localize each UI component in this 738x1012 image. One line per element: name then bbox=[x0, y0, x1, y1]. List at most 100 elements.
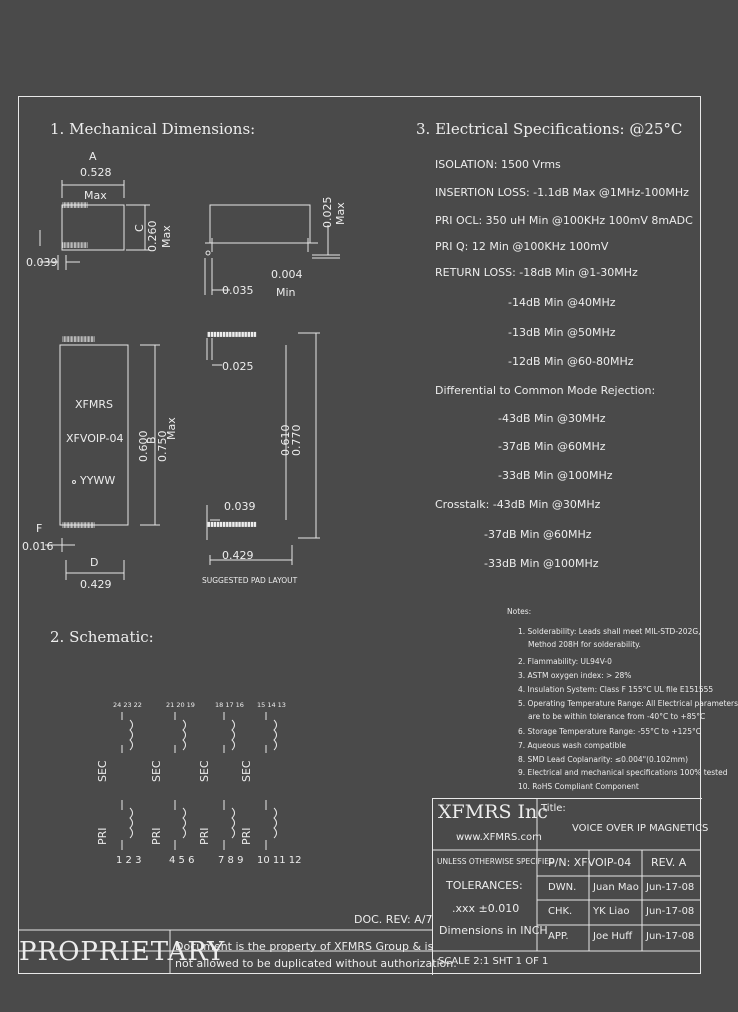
dim-d-value: 0.429 bbox=[80, 578, 112, 591]
schematic-top-pins: 24 23 22 bbox=[113, 701, 142, 709]
spec-line: -14dB Min @40MHz bbox=[508, 296, 616, 309]
note-line: 7. Aqueous wash compatible bbox=[518, 741, 626, 750]
dim-a-value: 0.528 bbox=[80, 166, 112, 179]
spec-line: -43dB Min @30MHz bbox=[498, 412, 606, 425]
title-block bbox=[432, 798, 702, 975]
pri-label: PRI bbox=[96, 827, 109, 845]
dim-b-max: Max bbox=[165, 417, 178, 440]
title-label: Title: bbox=[541, 803, 566, 814]
dim-pin-width: 0.039 bbox=[26, 256, 58, 269]
dim-lead-max: Max bbox=[334, 202, 347, 225]
sec-label: SEC bbox=[240, 760, 253, 782]
pri-label: PRI bbox=[240, 827, 253, 845]
mechanical-heading: 1. Mechanical Dimensions: bbox=[50, 120, 256, 138]
spec-line: ISOLATION: 1500 Vrms bbox=[435, 158, 561, 171]
spec-line: -33dB Min @100MHz bbox=[498, 469, 613, 482]
bottom-pin-row: ꟾꟾꟾꟾꟾꟾꟾꟾꟾꟾꟾꟾꟾꟾꟾꟾꟾꟾꟾꟾꟾꟾꟾ bbox=[62, 522, 95, 530]
part-number: P/N: XFVOIP-04 bbox=[548, 856, 632, 869]
schematic-bottom-pins: 4 5 6 bbox=[169, 855, 195, 866]
tolerance-value: .xxx ±0.010 bbox=[452, 902, 520, 915]
top-pin-row: ꟾꟾꟾꟾꟾꟾꟾꟾꟾꟾꟾꟾꟾꟾꟾꟾꟾꟾꟾꟾꟾꟾꟾ bbox=[62, 336, 95, 344]
sec-label: SEC bbox=[198, 760, 211, 782]
note-line: 2. Flammability: UL94V-0 bbox=[518, 657, 612, 666]
pad-layout-caption: SUGGESTED PAD LAYOUT bbox=[202, 576, 298, 585]
spec-line: -12dB Min @60-80MHz bbox=[508, 355, 634, 368]
top-view-pins: ꟾꟾꟾꟾꟾꟾꟾꟾꟾꟾꟾꟾꟾꟾꟾꟾꟾꟾ bbox=[62, 202, 88, 210]
proprietary-line2: not allowed to be duplicated without aut… bbox=[175, 957, 457, 970]
note-line: 1. Solderability: Leads shall meet MIL-S… bbox=[518, 627, 701, 636]
dwn-name: Juan Mao bbox=[593, 882, 639, 893]
spec-line: -37dB Min @60MHz bbox=[484, 528, 592, 541]
tolerance-label: TOLERANCES: bbox=[446, 879, 523, 892]
dim-lead-height: 0.025 bbox=[321, 196, 334, 229]
note-line: 10. RoHS Compliant Component bbox=[518, 782, 639, 791]
chk-name: YK Liao bbox=[593, 906, 630, 917]
electrical-heading: 3. Electrical Specifications: @25°C bbox=[416, 120, 683, 138]
dim-a-max: Max bbox=[84, 189, 107, 202]
drawing-lines bbox=[18, 180, 701, 974]
spec-line: PRI Q: 12 Min @100KHz 100mV bbox=[435, 240, 609, 253]
spec-line: -13dB Min @50MHz bbox=[508, 326, 616, 339]
dim-f-value: 0.016 bbox=[22, 540, 54, 553]
drawing-sheet bbox=[18, 96, 701, 974]
sec-label: SEC bbox=[150, 760, 163, 782]
note-line: are to be within tolerance from -40°C to… bbox=[528, 712, 706, 721]
dim-pad-length: 0.039 bbox=[224, 500, 256, 513]
chk-label: CHK. bbox=[548, 906, 573, 917]
body-date-code: YYWW bbox=[80, 474, 116, 487]
chk-date: Jun-17-08 bbox=[646, 906, 695, 917]
dwn-date: Jun-17-08 bbox=[646, 882, 695, 893]
top-view-pins-bottom: ꟾꟾꟾꟾꟾꟾꟾꟾꟾꟾꟾꟾꟾꟾꟾꟾꟾꟾ bbox=[62, 242, 88, 250]
schematic-bottom-pins: 10 11 12 bbox=[257, 855, 302, 866]
note-line: Method 208H for solderability. bbox=[528, 640, 641, 649]
dim-f-letter: F bbox=[36, 522, 43, 535]
body-part-number: XFVOIP-04 bbox=[66, 432, 124, 445]
schematic-top-pins: 18 17 16 bbox=[215, 701, 244, 709]
dim-pitch: 0.035 bbox=[222, 284, 254, 297]
dim-c-value: 0.260 bbox=[146, 220, 159, 253]
dim-standoff: 0.004 bbox=[271, 268, 303, 281]
company-name: XFMRS Inc bbox=[438, 801, 548, 823]
units: Dimensions in INCH bbox=[439, 924, 548, 937]
note-line: 4. Insulation System: Class F 155°C UL f… bbox=[518, 685, 714, 694]
spec-line: -33dB Min @100MHz bbox=[484, 557, 599, 570]
dim-c-max: Max bbox=[160, 225, 173, 248]
pad-row-top: ▮▮▮▮▮▮▮▮▮▮▮▮▮▮▮▮ bbox=[207, 330, 257, 338]
schematic-top-pins: 15 14 13 bbox=[257, 701, 286, 709]
spec-line: RETURN LOSS: -18dB Min @1-30MHz bbox=[435, 266, 638, 279]
pri-label: PRI bbox=[198, 827, 211, 845]
sec-label: SEC bbox=[96, 760, 109, 782]
dim-standoff-min: Min bbox=[276, 286, 296, 299]
spec-line: -37dB Min @60MHz bbox=[498, 440, 606, 453]
app-name: Joe Huff bbox=[593, 931, 633, 942]
pad-row-bottom: ▮▮▮▮▮▮▮▮▮▮▮▮▮▮▮▮ bbox=[207, 520, 257, 528]
dim-c-letter: C bbox=[133, 224, 146, 232]
dim-e-val2: 0.770 bbox=[290, 424, 303, 457]
note-line: 9. Electrical and mechanical specificati… bbox=[518, 768, 728, 777]
schematic-heading: 2. Schematic: bbox=[50, 628, 154, 646]
pri-label: PRI bbox=[150, 827, 163, 845]
app-label: APP. bbox=[548, 931, 569, 942]
dim-pad-span: 0.429 bbox=[222, 549, 254, 562]
schematic-top-pins: 21 20 19 bbox=[166, 701, 195, 709]
notes-title: Notes: bbox=[507, 607, 532, 616]
revision: REV. A bbox=[651, 856, 687, 869]
spec-line: PRI OCL: 350 uH Min @100KHz 100mV 8mADC bbox=[435, 214, 693, 227]
schematic-bottom-pins: 1 2 3 bbox=[116, 855, 142, 866]
note-line: 8. SMD Lead Coplanarity: ≤0.004"(0.102mm… bbox=[518, 755, 688, 764]
app-date: Jun-17-08 bbox=[646, 931, 695, 942]
scale-sheet: SCALE 2:1 SHT 1 OF 1 bbox=[438, 956, 549, 967]
company-website: www.XFMRS.com bbox=[456, 832, 542, 843]
schematic-bottom-pins: 7 8 9 bbox=[218, 855, 244, 866]
note-line: 3. ASTM oxygen index: > 28% bbox=[518, 671, 632, 680]
dwn-label: DWN. bbox=[548, 882, 577, 893]
spec-line: Differential to Common Mode Rejection: bbox=[435, 384, 656, 397]
note-line: 5. Operating Temperature Range: All Elec… bbox=[518, 699, 738, 708]
doc-revision: DOC. REV: A/7 bbox=[354, 913, 433, 926]
dim-a-letter: A bbox=[89, 150, 97, 163]
proprietary-line1: Document is the property of XFMRS Group … bbox=[175, 940, 434, 953]
title-value: VOICE OVER IP MAGNETICS bbox=[572, 823, 709, 834]
dim-pad-width: 0.025 bbox=[222, 360, 254, 373]
schematic-coils bbox=[121, 712, 277, 850]
note-line: 6. Storage Temperature Range: -55°C to +… bbox=[518, 727, 701, 736]
